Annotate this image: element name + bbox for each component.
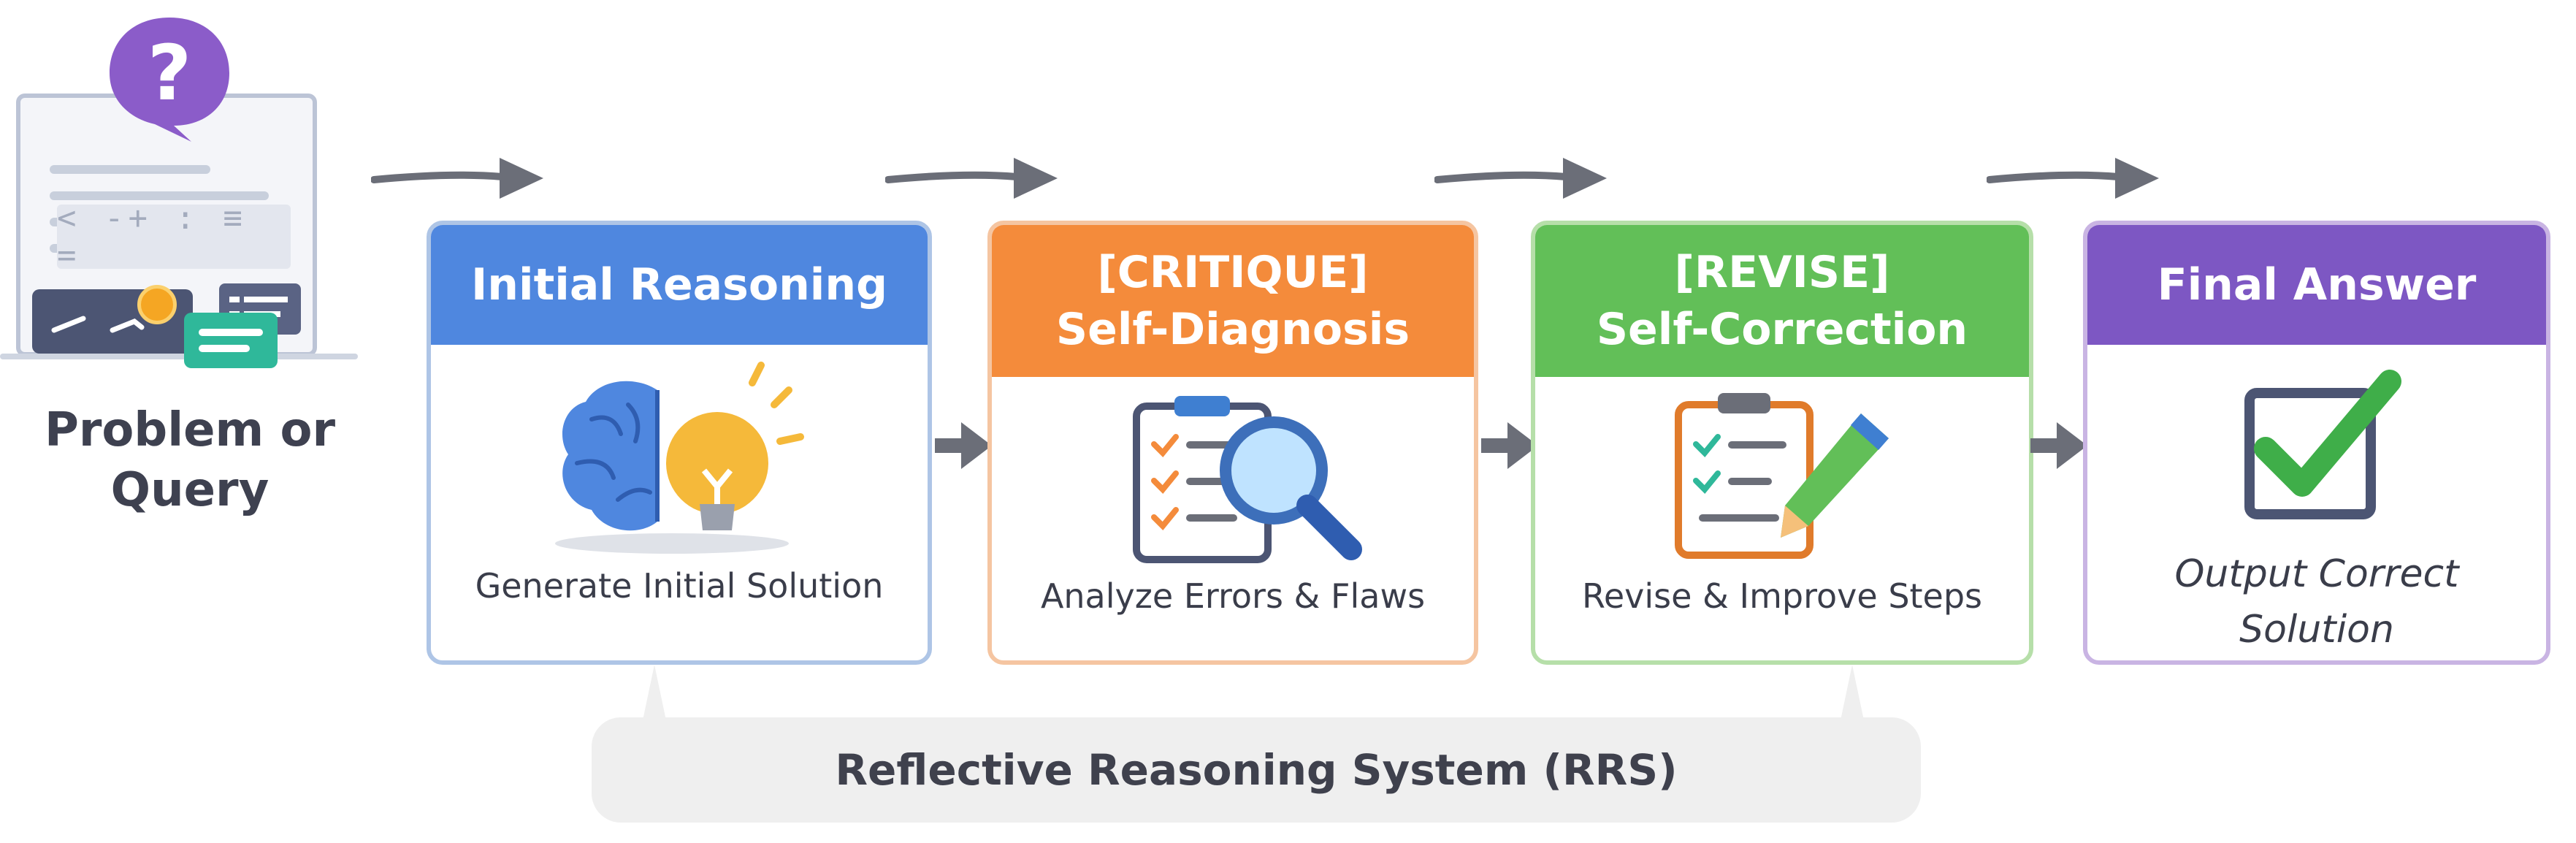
- system-label: Reflective Reasoning System (RRS): [835, 745, 1678, 795]
- stage-description-line1: Output Correct: [2174, 552, 2459, 596]
- brain-lightbulb-icon: [555, 362, 804, 554]
- clipboard-pencil-icon: [1675, 393, 1889, 559]
- checkbox-check-icon: [2244, 370, 2401, 519]
- bracket-tick-left: [643, 665, 666, 720]
- problem-label: Problem or Query: [0, 400, 380, 520]
- coin-icon: [137, 285, 177, 324]
- stage-card-revise: [REVISE] Self-Correction Revise & Improv…: [1531, 221, 2033, 665]
- stage-title: Initial Reasoning: [431, 225, 928, 345]
- stage-title-line1: [CRITIQUE]: [1097, 247, 1369, 298]
- arrow-right-icon: [1987, 158, 2159, 199]
- problem-label-line2: Query: [110, 463, 270, 517]
- arrow-right-icon: [885, 158, 1058, 199]
- stage-title: [REVISE] Self-Correction: [1535, 225, 2029, 377]
- stage-description: Analyze Errors & Flaws: [1040, 576, 1426, 616]
- stage-title-line2: Self-Diagnosis: [1055, 304, 1410, 355]
- stage-title: [CRITIQUE] Self-Diagnosis: [992, 225, 1474, 377]
- stage-title: Final Answer: [2087, 225, 2546, 345]
- stage-card-final-answer: Final Answer Output Correct Solution: [2083, 221, 2550, 665]
- stage-title-line1: [REVISE]: [1674, 247, 1890, 298]
- stage-card-critique: [CRITIQUE] Self-Diagnosis Analyze Errors…: [987, 221, 1478, 665]
- arrow-right-icon: [2030, 422, 2087, 469]
- stage-card-initial-reasoning: Initial Reasoning Generate Initial Solut…: [427, 221, 932, 665]
- stage-description: Revise & Improve Steps: [1581, 576, 1983, 616]
- bracket-tick-right: [1841, 665, 1864, 720]
- arrow-right-icon: [1434, 158, 1607, 199]
- question-bubble-icon: ?: [110, 18, 229, 142]
- system-bracket: [592, 717, 1921, 823]
- stage-description: Output Correct Solution: [2087, 546, 2546, 657]
- message-card-icon: [184, 313, 278, 368]
- formula-box: < -+ : ≡ =: [57, 199, 291, 274]
- stage-title-line2: Self-Correction: [1596, 304, 1968, 355]
- clipboard-magnifier-icon: [1133, 396, 1362, 563]
- problem-label-line1: Problem or: [44, 403, 336, 457]
- question-mark: ?: [148, 28, 191, 118]
- arrow-right-icon: [1481, 422, 1538, 469]
- arrow-right-icon: [371, 158, 543, 199]
- arrow-right-icon: [935, 422, 992, 469]
- stage-description-line2: Solution: [2239, 608, 2394, 652]
- stage-description: Generate Initial Solution: [475, 566, 884, 606]
- document-baseline: [0, 354, 358, 359]
